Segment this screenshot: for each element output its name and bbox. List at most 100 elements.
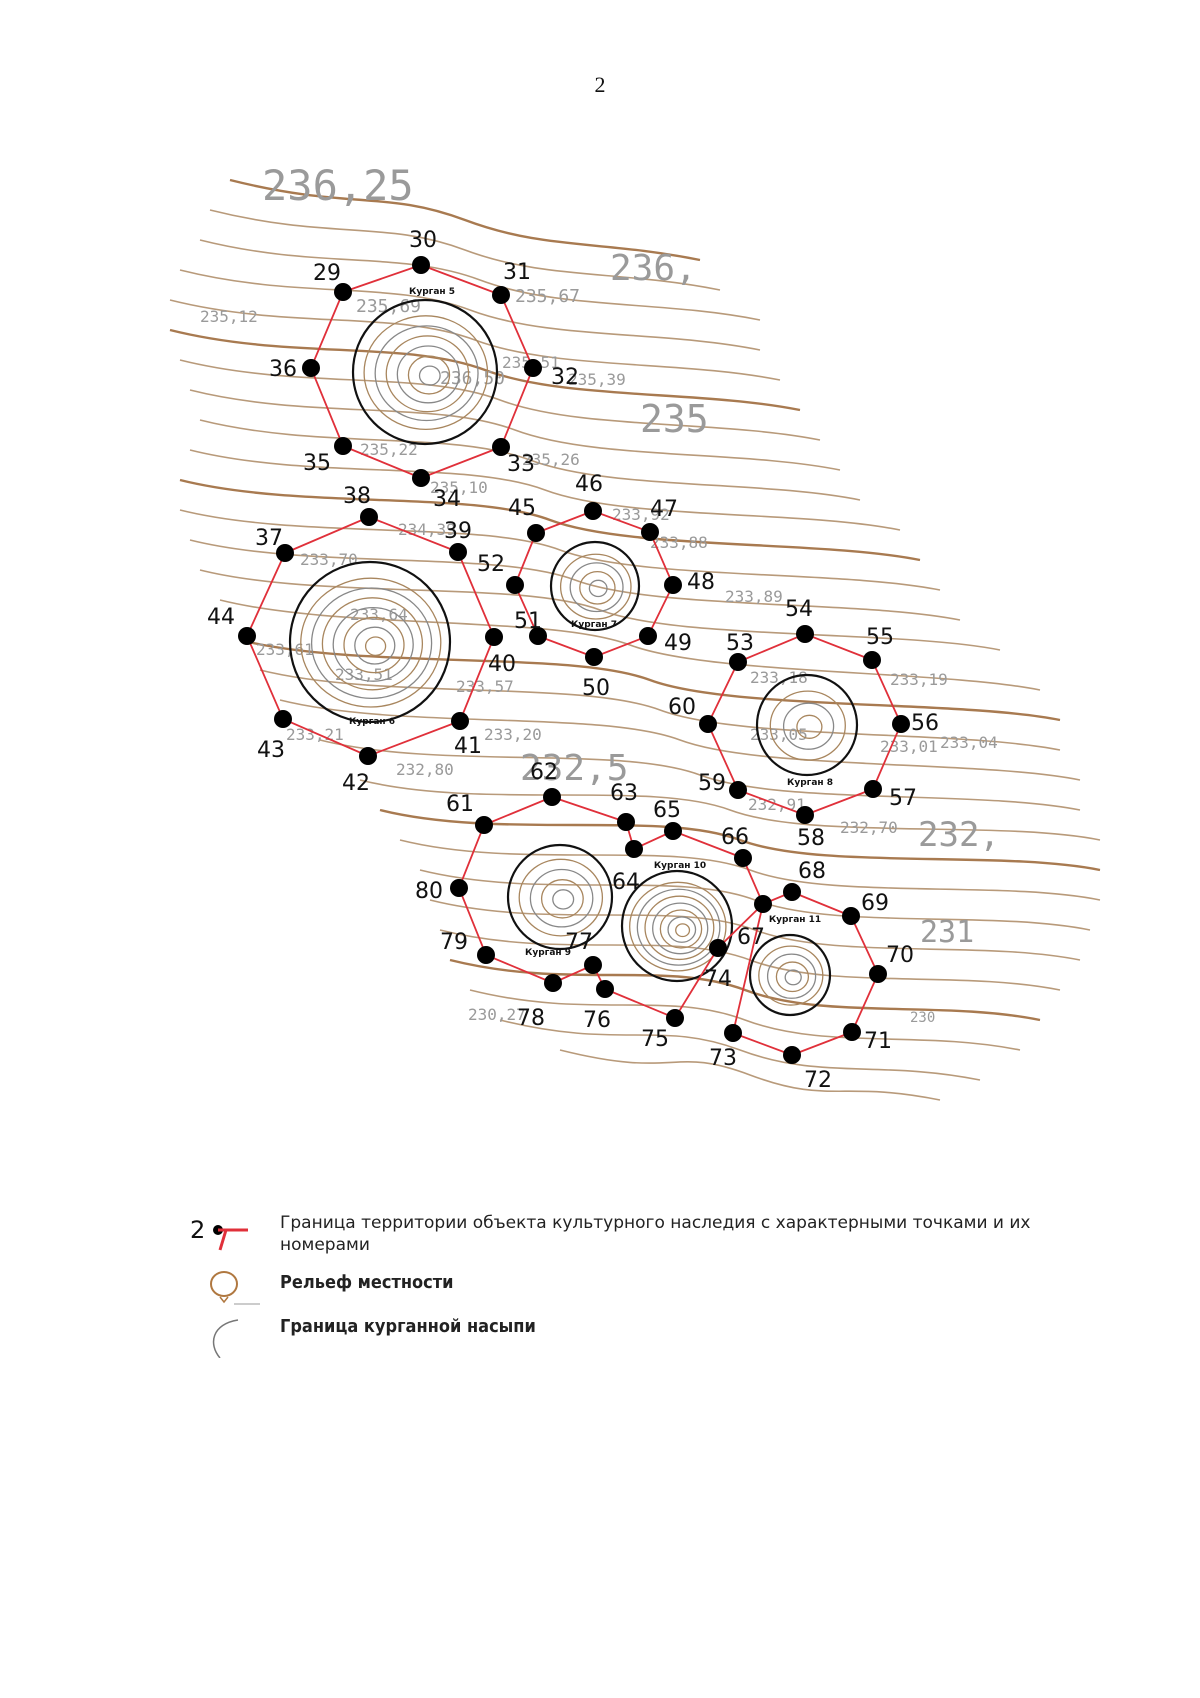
boundary-point-marker (843, 1023, 861, 1041)
boundary-point-66: 66 (721, 825, 752, 867)
boundary-point-marker (596, 980, 614, 998)
contour-line (179, 359, 821, 441)
boundary-point-31: 31 (492, 260, 531, 304)
mound-contour (300, 577, 442, 708)
boundary-point-29: 29 (313, 261, 352, 301)
contour-line (359, 779, 1101, 841)
contour-line (499, 1019, 981, 1081)
mound-contour (552, 889, 575, 910)
boundary-point-80: 80 (415, 879, 468, 904)
boundary-point-label: 56 (911, 711, 939, 736)
elevation-label: 235,10 (430, 478, 488, 497)
mound-outline (620, 869, 734, 983)
elevation-label: 235,26 (522, 450, 580, 469)
contour-line (559, 1049, 941, 1101)
elevation-label: 236,25 (262, 161, 414, 210)
boundary-point-68: 68 (783, 859, 826, 901)
boundary-point-marker (796, 806, 814, 824)
contour-line (169, 328, 801, 412)
elevation-label: 232,80 (396, 760, 454, 779)
boundary-point-label: 57 (889, 786, 917, 811)
boundary-point-39: 39 (444, 519, 472, 561)
elevation-label: 235,67 (515, 286, 580, 307)
boundary-point-60: 60 (668, 695, 717, 733)
boundary-point-62: 62 (530, 760, 561, 806)
boundary-point-label: 59 (698, 771, 726, 796)
mound-contour (675, 923, 691, 938)
boundary-point-label: 65 (653, 798, 681, 823)
boundary-point-marker (450, 879, 468, 897)
elevation-label: 232, (918, 815, 1000, 855)
boundary-point-45: 45 (508, 496, 545, 542)
boundary-point-marker (529, 627, 547, 645)
legend-label-relief: Рельеф местности (280, 1272, 454, 1293)
boundary-point-56: 56 (892, 711, 939, 736)
boundary-point-marker (492, 438, 510, 456)
boundary-point-49: 49 (639, 627, 692, 656)
mound-contour (529, 868, 594, 928)
boundary-point-47: 47 (641, 497, 678, 541)
mound-contour (784, 969, 802, 986)
mound-boundary-icon (212, 1319, 239, 1358)
boundary-point-marker (524, 359, 542, 377)
boundary-point-label: 48 (687, 570, 715, 595)
boundary-point-label: 75 (641, 1027, 669, 1052)
contour-line (219, 599, 1041, 691)
boundary-point-marker (334, 283, 352, 301)
contour-line (189, 389, 841, 471)
boundary-point-53: 53 (726, 631, 754, 671)
boundary-point-label: 61 (446, 792, 474, 817)
mound-contour (588, 579, 608, 598)
boundary-point-65: 65 (653, 798, 682, 840)
boundary-point-marker (639, 627, 657, 645)
elevation-labels: 236,25236,235,12235,67235,69235,51236,50… (200, 161, 1000, 1026)
boundary-point-34: 34 (412, 469, 461, 512)
boundary-point-marker (783, 883, 801, 901)
boundary-point-label: 78 (517, 1006, 545, 1031)
contour-line (319, 739, 1081, 811)
boundary-point-30: 30 (409, 228, 437, 274)
boundary-point-marker (864, 780, 882, 798)
elevation-label: 233,05 (750, 725, 808, 744)
kurgan-label: Курган 11 (769, 915, 821, 925)
boundary-point-41: 41 (451, 712, 482, 759)
boundary-point-36: 36 (269, 357, 320, 382)
kurgan-label: Курган 5 (409, 287, 455, 297)
elevation-label: 233,18 (750, 668, 808, 687)
mound-contour (667, 916, 697, 943)
contour-line (199, 419, 861, 501)
elevation-label: 233,88 (650, 533, 708, 552)
boundary-point-marker (451, 712, 469, 730)
elevation-label: 235 (640, 397, 709, 441)
elevation-label: 232,70 (840, 818, 898, 837)
boundary-point-label: 74 (704, 967, 732, 992)
boundary-point-label: 39 (444, 519, 472, 544)
boundary-point-75: 75 (641, 1009, 684, 1052)
mound-contour (396, 345, 460, 404)
mound-boundaries (288, 298, 859, 1017)
boundary-point-52: 52 (477, 552, 524, 594)
boundary-point-label: 67 (737, 925, 765, 950)
mound-contour (644, 895, 715, 961)
mound-contour (364, 636, 387, 657)
contour-line (469, 989, 1021, 1051)
boundary-point-marker (527, 524, 545, 542)
boundary-point-63: 63 (610, 781, 638, 831)
page-number: 2 (594, 72, 606, 97)
boundary-point-label: 31 (503, 260, 531, 285)
boundary-point-marker (641, 523, 659, 541)
boundary-point-label: 77 (565, 930, 593, 955)
boundary-point-79: 79 (440, 930, 495, 964)
boundary-point-64: 64 (612, 840, 643, 895)
mound-contour (332, 606, 414, 682)
boundary-point-label: 50 (582, 676, 610, 701)
boundary-point-69: 69 (842, 891, 889, 925)
boundary-point-marker (302, 359, 320, 377)
mound-contour (343, 616, 405, 674)
boundary-point-label: 45 (508, 496, 536, 521)
boundary-point-71: 71 (843, 1023, 892, 1054)
legend-label-mound: Граница курганной насыпи (280, 1316, 536, 1337)
contour-line (209, 209, 721, 291)
boundary-point-label: 66 (721, 825, 749, 850)
boundary-point-50: 50 (582, 648, 610, 701)
